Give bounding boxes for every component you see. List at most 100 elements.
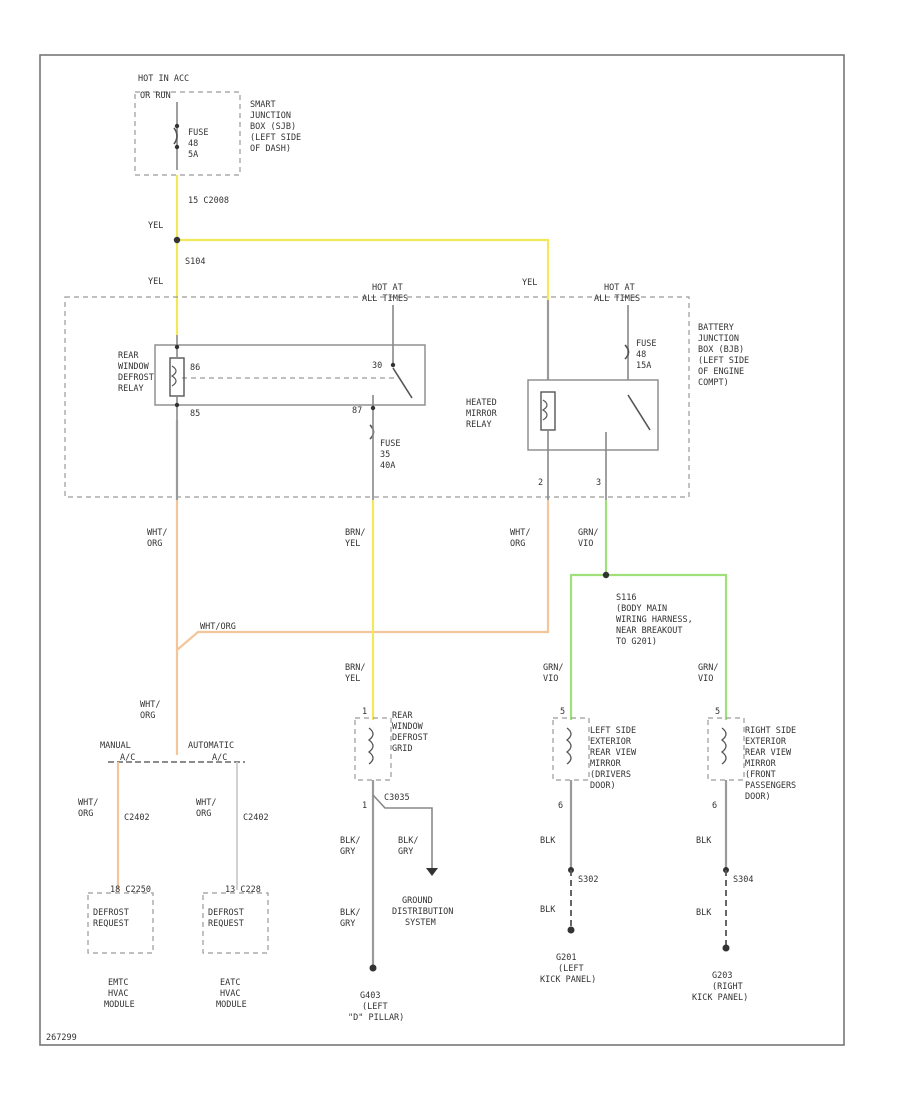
mirror-relay-label-2: MIRROR — [466, 409, 498, 419]
label-blk-gry-1b: GRY — [340, 847, 355, 857]
label-blk-gry-3b: GRY — [340, 919, 355, 929]
pin-87: 87 — [352, 406, 362, 416]
s116-desc-5: TO G201) — [616, 637, 657, 647]
emtc-box-1: DEFROST — [93, 908, 129, 918]
bjb-desc-6: COMPT) — [698, 378, 729, 388]
sjb-desc-5: OF DASH) — [250, 144, 291, 154]
fuse-35-3: 40A — [380, 461, 395, 471]
mirror-relay-label-3: RELAY — [466, 420, 492, 430]
rear-relay-label-4: RELAY — [118, 384, 144, 394]
wire-gds — [372, 794, 433, 868]
label-blk-3: BLK — [696, 836, 712, 846]
eatc-box-1: DEFROST — [208, 908, 244, 918]
smart-junction-box — [134, 91, 241, 176]
label-blk-gry-2b: GRY — [398, 847, 413, 857]
right-mirror-2: EXTERIOR — [745, 737, 787, 747]
pin-rear-bot: 1 — [362, 801, 367, 811]
ground-g403-icon — [369, 964, 377, 972]
splice-s116 — [602, 571, 610, 579]
mirror-relay-label-1: HEATED — [466, 398, 497, 408]
fuse-48b-2: 48 — [636, 350, 646, 360]
battery-junction-box — [64, 296, 690, 498]
left-mirror-2: EXTERIOR — [590, 737, 632, 747]
pin-3: 3 — [596, 478, 601, 488]
label-wht-org-horiz: WHT/ORG — [200, 622, 236, 632]
bjb-desc-5: OF ENGINE — [698, 367, 744, 377]
pin-86-dot — [174, 344, 180, 350]
sjb-desc-4: (LEFT SIDE — [250, 133, 301, 143]
label-blk-gry-3a: BLK/ — [340, 908, 360, 918]
rear-grid-heater-icon — [367, 727, 374, 765]
rear-grid-4: GRID — [392, 744, 412, 754]
gds-ground-icon — [426, 868, 438, 876]
label-wht-org-auto-b: ORG — [196, 809, 211, 819]
bjb-desc-3: BOX (BJB) — [698, 345, 744, 355]
mirror-relay-winding-icon — [541, 399, 548, 421]
label-grn-vio-1a: GRN/ — [578, 528, 598, 538]
fuse-48-icon — [173, 127, 178, 145]
heated-mirror-relay-box — [527, 379, 659, 451]
g203-2: (RIGHT — [712, 982, 743, 992]
gds-2: DISTRIBUTION — [392, 907, 453, 917]
left-mirror-5: (DRIVERS — [590, 770, 631, 780]
right-mirror-7: DOOR) — [745, 792, 771, 802]
wire-grn-vio-branch — [569, 573, 728, 720]
label-s104: S104 — [185, 257, 205, 267]
g203-3: KICK PANEL) — [692, 993, 748, 1003]
left-mirror-6: DOOR) — [590, 781, 616, 791]
right-mirror-6: PASSENGERS — [745, 781, 796, 791]
pin-87-dot — [370, 405, 376, 411]
label-wht-org-2b: ORG — [510, 539, 525, 549]
label-brn-yel-1b: YEL — [345, 539, 360, 549]
label-wht-org-3b: ORG — [140, 711, 155, 721]
pin-left-top: 5 — [560, 707, 565, 717]
label-brn-yel-2b: YEL — [345, 674, 360, 684]
bjb-desc-1: BATTERY — [698, 323, 734, 333]
label-wht-org-man-a: WHT/ — [78, 798, 98, 808]
label-manual-sub: A/C — [120, 753, 135, 763]
label-s304: S304 — [733, 875, 753, 885]
pin-left-bot: 6 — [558, 801, 563, 811]
fuse-35-1: FUSE — [380, 439, 400, 449]
label-blk-4: BLK — [696, 908, 712, 918]
s116-desc-1: S116 — [616, 593, 636, 603]
fuse-35-2: 35 — [380, 450, 390, 460]
emtc-name-3: MODULE — [104, 1000, 135, 1010]
connector-c2008: 15 C2008 — [188, 196, 229, 206]
hot-all-times-2b: ALL TIMES — [594, 294, 640, 304]
sjb-desc-2: JUNCTION — [250, 111, 291, 121]
eatc-name-1: EATC — [220, 978, 240, 988]
left-mirror-1: LEFT SIDE — [590, 726, 636, 736]
label-wht-org-3a: WHT/ — [140, 700, 160, 710]
right-mirror-heater-icon — [720, 727, 727, 765]
left-mirror-4: MIRROR — [590, 759, 622, 769]
mirror-relay-coil-icon — [540, 391, 556, 431]
pin-85: 85 — [190, 409, 200, 419]
connector-c228: 13 C228 — [225, 885, 261, 895]
emtc-name-1: EMTC — [108, 978, 128, 988]
pin-2: 2 — [538, 478, 543, 488]
ground-g201-icon — [567, 926, 575, 934]
label-wht-org-auto-a: WHT/ — [196, 798, 216, 808]
pin-30: 30 — [372, 361, 382, 371]
label-yel-2: YEL — [148, 277, 163, 287]
label-grn-vio-1b: VIO — [578, 539, 593, 549]
s116-desc-3: WIRING HARNESS, — [616, 615, 693, 625]
emtc-box-2: REQUEST — [93, 919, 129, 929]
footer-code: 267299 — [46, 1033, 77, 1043]
rear-grid-2: WINDOW — [392, 722, 424, 732]
gds-1: GROUND — [402, 896, 433, 906]
pin-rear-top: 1 — [362, 707, 367, 717]
label-blk-gry-2a: BLK/ — [398, 836, 418, 846]
fuse-48-terminal-top — [174, 123, 180, 129]
diagram-border — [39, 54, 845, 1046]
rear-relay-label-1: REAR — [118, 351, 139, 361]
label-wht-org-1b: ORG — [147, 539, 162, 549]
rear-relay-coil-winding-icon — [170, 365, 177, 387]
s116-desc-4: NEAR BREAKOUT — [616, 626, 683, 636]
hot-all-times-2a: HOT AT — [604, 283, 635, 293]
fuse-48-line1: FUSE — [188, 128, 208, 138]
rear-relay-label-2: WINDOW — [118, 362, 150, 372]
rear-defrost-relay-box — [154, 344, 426, 406]
left-mirror-box — [552, 717, 590, 781]
